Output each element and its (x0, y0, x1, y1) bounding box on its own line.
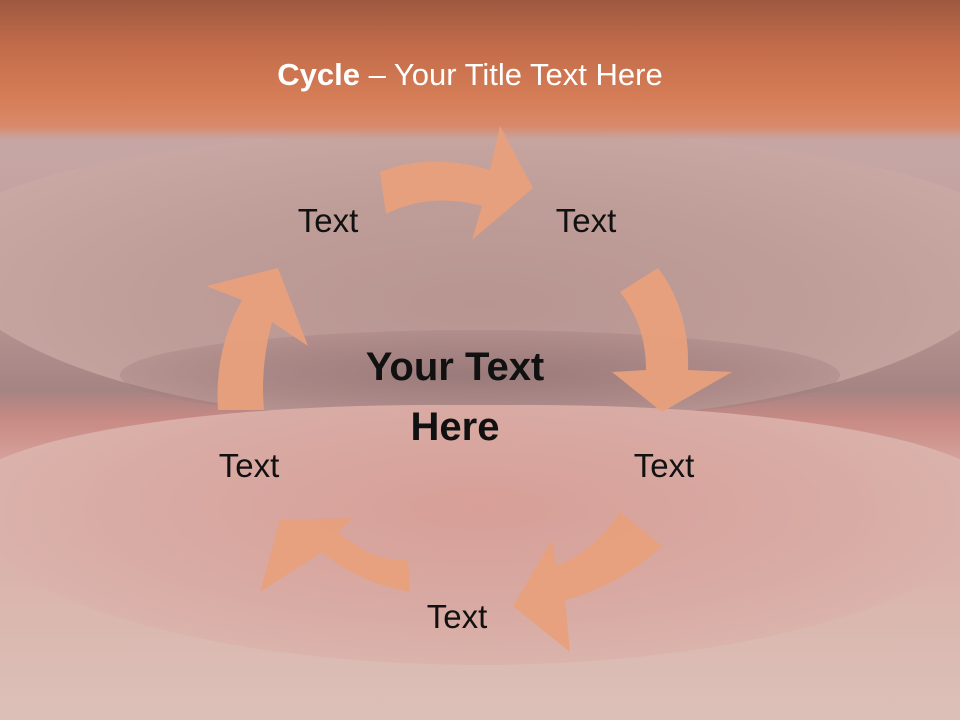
cycle-arrow-icon (206, 268, 308, 410)
title-banner (0, 0, 960, 140)
background-lower-lip (0, 405, 960, 665)
cycle-node-label: Text (219, 447, 280, 484)
slide-title: Cycle – Your Title Text Here (0, 52, 940, 98)
cycle-arrow-icon (612, 268, 732, 412)
cycle-arrow-icon (513, 512, 662, 652)
center-text-line-1: Your Text (366, 345, 545, 389)
title-separator: – (360, 57, 394, 92)
cycle-arrow-icon (380, 126, 533, 240)
title-bold: Cycle (277, 57, 360, 92)
cycle-node-label: Text (556, 202, 617, 239)
center-text-line-2: Here (411, 405, 500, 449)
title-rest: Your Title Text Here (393, 57, 663, 92)
cycle-node-label: Text (427, 598, 488, 635)
cycle-node-label: Text (634, 447, 695, 484)
cycle-node-label: Text (298, 202, 359, 239)
cycle-arrow-icon (260, 518, 410, 592)
